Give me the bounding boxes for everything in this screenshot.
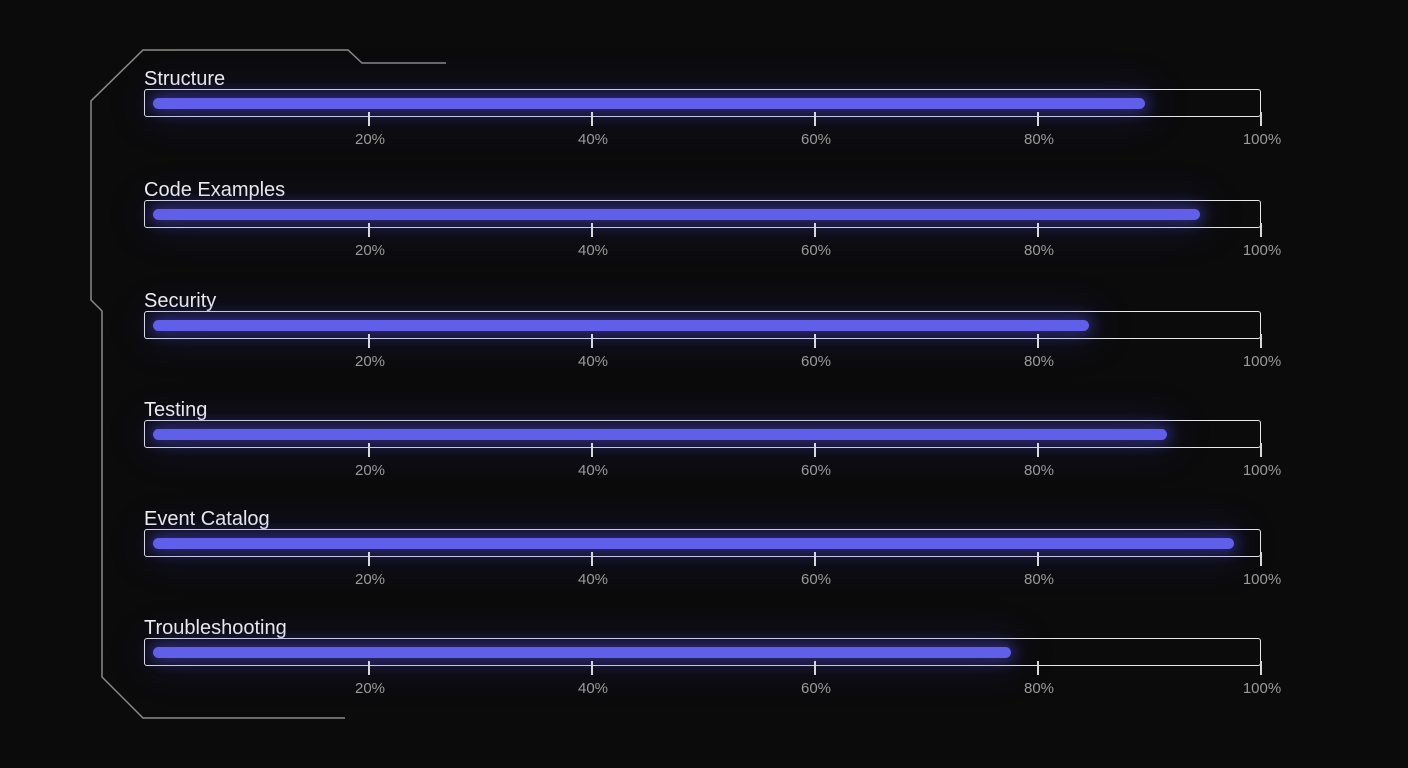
axis-tick: [1260, 443, 1262, 457]
tick-label: 80%: [1023, 680, 1055, 697]
axis-tick: [814, 661, 816, 675]
axis-tick: [368, 552, 370, 566]
tick-label: 20%: [354, 242, 386, 259]
tick-label: 80%: [1023, 462, 1055, 479]
axis-tick: [591, 661, 593, 675]
tick-label: 40%: [577, 353, 609, 370]
progress-fill: [153, 98, 1145, 109]
tick-label: 40%: [577, 680, 609, 697]
axis-tick: [814, 552, 816, 566]
tick-label: 100%: [1242, 571, 1282, 588]
tick-label: 80%: [1023, 131, 1055, 148]
tick-label: 100%: [1242, 131, 1282, 148]
tick-label: 40%: [577, 462, 609, 479]
tick-label: 100%: [1242, 353, 1282, 370]
axis-tick: [1037, 443, 1039, 457]
axis-tick: [1037, 112, 1039, 126]
tick-label: 20%: [354, 353, 386, 370]
progress-track: [144, 200, 1261, 228]
tick-label: 60%: [800, 571, 832, 588]
tick-label: 20%: [354, 462, 386, 479]
progress-track: [144, 420, 1261, 448]
tick-label: 20%: [354, 131, 386, 148]
tick-label: 60%: [800, 462, 832, 479]
tick-label: 100%: [1242, 680, 1282, 697]
row-label: Security: [144, 290, 217, 312]
progress-fill: [153, 209, 1201, 220]
axis-tick: [591, 112, 593, 126]
progress-fill: [153, 320, 1089, 331]
axis-tick: [1260, 112, 1262, 126]
row-label: Code Examples: [144, 179, 286, 201]
axis-tick: [368, 661, 370, 675]
tick-label: 60%: [800, 680, 832, 697]
axis-tick: [814, 223, 816, 237]
progress-row: Structure 20% 40% 60% 80% 100%: [0, 68, 1408, 178]
row-label: Event Catalog: [144, 508, 270, 530]
progress-row: Code Examples 20% 40% 60% 80% 100%: [0, 179, 1408, 289]
progress-row: Troubleshooting 20% 40% 60% 80% 100%: [0, 617, 1408, 727]
progress-row: Event Catalog 20% 40% 60% 80% 100%: [0, 508, 1408, 618]
axis-tick: [1260, 661, 1262, 675]
tick-label: 40%: [577, 571, 609, 588]
axis-tick: [368, 112, 370, 126]
progress-fill: [153, 647, 1011, 658]
tick-label: 60%: [800, 353, 832, 370]
tick-label: 100%: [1242, 462, 1282, 479]
axis-tick: [814, 112, 816, 126]
row-label: Troubleshooting: [144, 617, 287, 639]
progress-row: Security 20% 40% 60% 80% 100%: [0, 290, 1408, 400]
axis-tick: [814, 334, 816, 348]
tick-label: 60%: [800, 242, 832, 259]
axis-tick: [1037, 552, 1039, 566]
tick-label: 20%: [354, 571, 386, 588]
axis-tick: [368, 443, 370, 457]
axis-tick: [368, 223, 370, 237]
axis-tick: [1260, 334, 1262, 348]
axis-tick: [1037, 661, 1039, 675]
progress-track: [144, 311, 1261, 339]
axis-tick: [1037, 223, 1039, 237]
progress-fill: [153, 429, 1167, 440]
tick-label: 80%: [1023, 571, 1055, 588]
axis-tick: [591, 334, 593, 348]
axis-tick: [591, 443, 593, 457]
progress-track: [144, 89, 1261, 117]
axis-tick: [1037, 334, 1039, 348]
progress-track: [144, 529, 1261, 557]
axis-tick: [814, 443, 816, 457]
tick-label: 100%: [1242, 242, 1282, 259]
axis-tick: [1260, 552, 1262, 566]
progress-row: Testing 20% 40% 60% 80% 100%: [0, 399, 1408, 509]
tick-label: 20%: [354, 680, 386, 697]
axis-tick: [1260, 223, 1262, 237]
axis-tick: [591, 552, 593, 566]
axis-tick: [368, 334, 370, 348]
tick-label: 40%: [577, 242, 609, 259]
tick-label: 40%: [577, 131, 609, 148]
progress-fill: [153, 538, 1234, 549]
tick-label: 60%: [800, 131, 832, 148]
tick-label: 80%: [1023, 353, 1055, 370]
progress-track: [144, 638, 1261, 666]
tick-label: 80%: [1023, 242, 1055, 259]
axis-tick: [591, 223, 593, 237]
row-label: Testing: [144, 399, 208, 421]
row-label: Structure: [144, 68, 226, 90]
